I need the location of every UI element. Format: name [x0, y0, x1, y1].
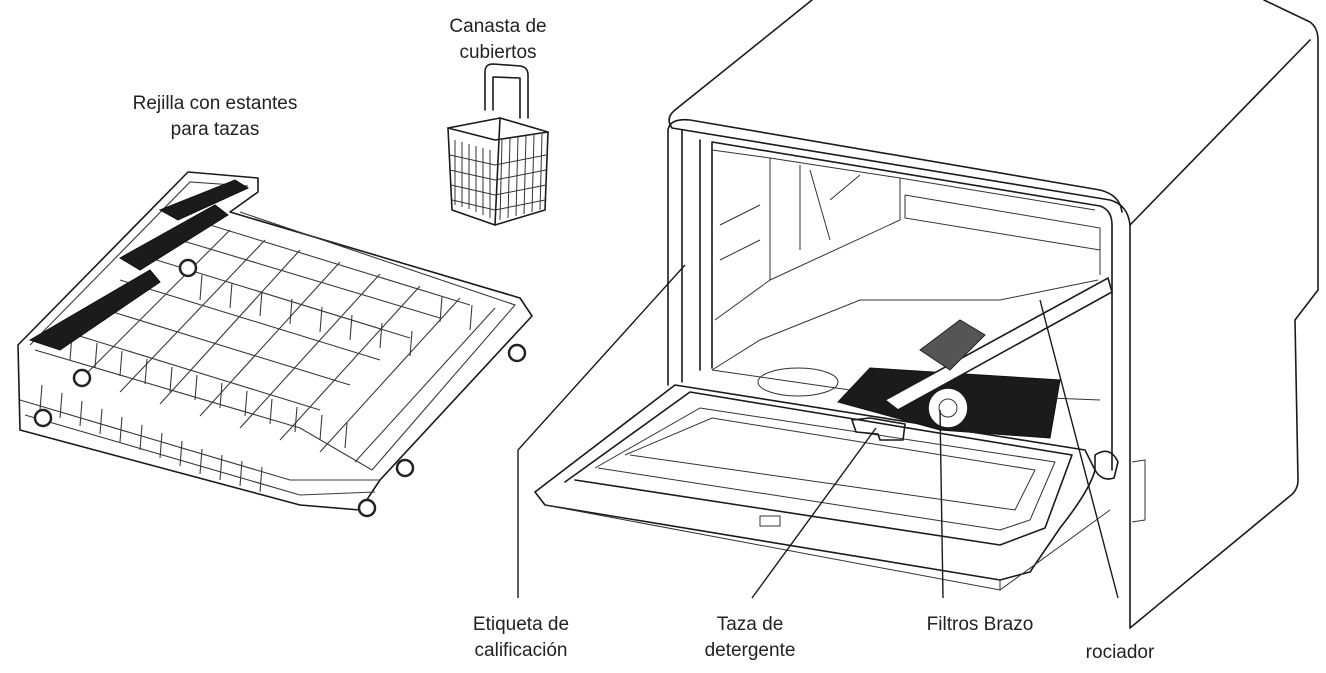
label-rating-line-1: Etiqueta de	[472, 614, 570, 635]
label-detergent-cup: Taza de detergente	[680, 612, 820, 664]
label-filters-text: Filtros Brazo	[926, 614, 1034, 635]
label-detergent-line-1: Taza de	[716, 614, 784, 635]
label-cup-shelf-rack: Rejilla con estantes para tazas	[110, 91, 320, 143]
dish-rack-illustration	[17, 171, 533, 518]
label-sprayer-text: rociador	[1085, 642, 1155, 663]
label-sprayer: rociador	[1060, 640, 1180, 666]
label-rating-line-2: calificación	[474, 640, 568, 661]
label-basket-line-2: cubiertos	[459, 42, 537, 63]
cutlery-basket-illustration	[447, 63, 549, 226]
label-cutlery-basket: Canasta de cubiertos	[428, 14, 568, 66]
label-rack-line-1: Rejilla con estantes	[132, 93, 298, 114]
label-detergent-line-2: detergente	[704, 640, 796, 661]
leader-lines	[517, 264, 1119, 599]
label-filters-arm: Filtros Brazo	[895, 612, 1065, 638]
label-rating-tag: Etiqueta de calificación	[446, 612, 596, 664]
label-basket-line-1: Canasta de	[449, 16, 547, 37]
label-rack-line-2: para tazas	[170, 119, 260, 140]
dishwasher-illustration	[534, 0, 1319, 629]
